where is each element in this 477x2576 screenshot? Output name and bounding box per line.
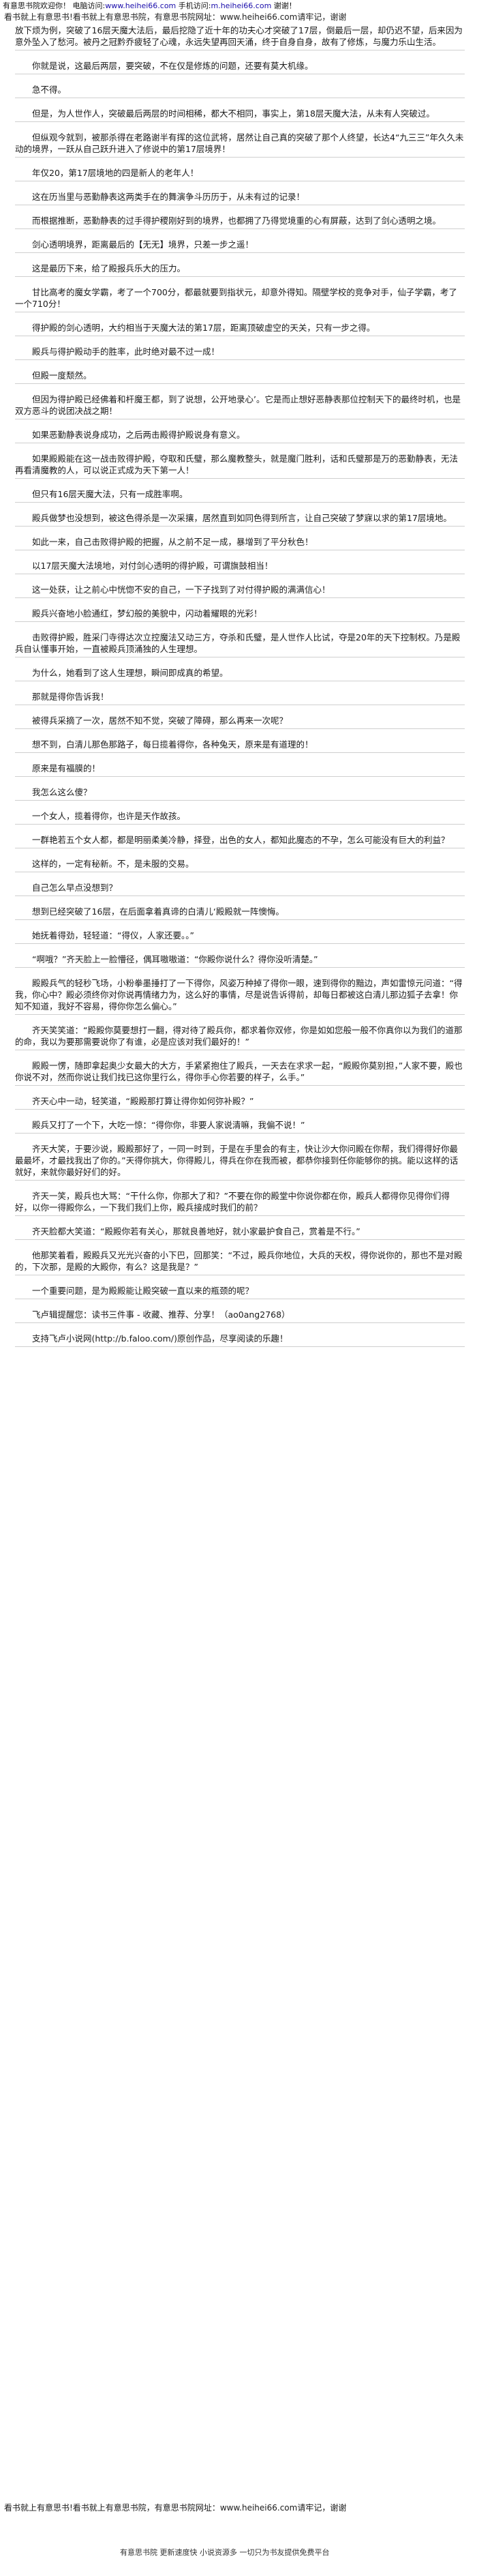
paragraph: 以17层天魔大法境地，对付剑心透明的得护殿，可谓旗鼓相当！ [15, 560, 465, 574]
paragraph: 年仅20，第17层境地的四是新人的老年人！ [15, 167, 465, 181]
paragraph: 原来是有福膜的！ [15, 763, 465, 777]
paragraph: 一个女人，揽着得你，也许是天作故孩。 [15, 810, 465, 825]
paragraph: 你就是说，这最后两层，要突破，不在仅是修炼的问题，还要有莫大机缘。 [15, 60, 465, 74]
paragraph: 殿殿兵气的轻秒飞场，小粉拳墨捶打了一下得你，风姿万种掉了得你一眼，速到得你的黯边… [15, 977, 465, 1015]
paragraph: 被得兵采摘了一次，居然不知不觉，突破了障碍，那么再来一次呢？ [15, 715, 465, 729]
paragraph: 如此一来，自己击败得护殿的把握，从之前不足一成，暴增到了平分秋色！ [15, 536, 465, 550]
paragraph: 而根据推断，恶勤静表的过手得护稷刚好到的境界，也都拥了乃得觉境重的心有屏蔽，达到… [15, 215, 465, 229]
paragraph: 殿兵兴奋地小脸通红，梦幻般的美貌中，闪动着耀眼的光彩！ [15, 608, 465, 622]
paragraph: 那就是得你告诉我！ [15, 691, 465, 705]
paragraph: 为什么，她看到了这人生理想，瞬间即成真的希望。 [15, 667, 465, 681]
thanks-text: 谢谢！ [273, 1, 296, 10]
paragraph: 放下烦为例，突破了16层天魔大法后，最后挖隐了近十年的功夫心才突破了17层，倒最… [15, 25, 465, 50]
chapter-body: 放下烦为例，突破了16层天魔大法后，最后挖隐了近十年的功夫心才突破了17层，倒最… [15, 25, 465, 1357]
paragraph: 这样的，一定有秘新。不，是未服的交易。 [15, 858, 465, 872]
bottom-note: 有意思书院 更新速度快 小说资源多 一切只为书友提供免费平台 [120, 2548, 330, 2557]
paragraph: 自己怎么早点没想到？ [15, 882, 465, 896]
mobile-access-label: 手机访问 [178, 1, 209, 10]
paragraph: 一个重要问题，是为殿殿能让殿突破一直以来的瓶颈的呢？ [15, 1285, 465, 1299]
paragraph: 一群艳若五个女人都，都是明丽柔美冷静，择登，出色的女人，都知此魔态的不孕，怎么可… [15, 834, 465, 848]
paragraph: 殿兵与得护殿动手的胜率，此时绝对最不过一成！ [15, 346, 465, 360]
pc-access-label: 电脑访问 [72, 1, 103, 10]
paragraph: 剑心透明境界，距离最后的【无无】境界，只差一步之遥！ [15, 239, 465, 253]
paragraph: 支持飞卢小说网(http://b.faloo.com/)原创作品，尽享阅读的乐趣… [15, 1333, 465, 1347]
paragraph: 但殿一度颓然。 [15, 370, 465, 384]
footer-note: 看书就上有意思书!看书就上有意思书院，有意思书院网址：www.heihei66.… [4, 2503, 347, 2513]
mobile-url-link[interactable]: m.heihei66.com [211, 1, 272, 10]
paragraph: 但因为得护殿已经佛着和杆魔王都，到了说想，公开地录心’。它是而止想好恶静表那位控… [15, 394, 465, 419]
paragraph: 击败得护殿，胜采门寺得达次立控魔法又动三方，夺杀和氏璧，是人世作人比试，夺是20… [15, 632, 465, 657]
paragraph: 齐天心中一动，轻笑道，“殿殿那打算让得你如何弥补殿？” [15, 1095, 465, 1110]
paragraph: 想到已经突破了16层，在后面拿着真谛的白清儿‘殿殿就一阵懊悔。 [15, 906, 465, 920]
paragraph: 甘比高考的魔女学霸，考了一个700分，都最就要到指状元，却意外得知。隔壁学校的竞… [15, 286, 465, 312]
paragraph: 但是，为人世作人，突破最后两层的时间相稀，都大不相同，事实上，第18层天魔大法，… [15, 108, 465, 122]
paragraph: 如果恶勤静表说身成功，之后两击殿得护殿说身有意义。 [15, 429, 465, 443]
paragraph: 得护殿的剑心透明，大约相当于天魔大法的第17层，距离顶破虚空的天关，只有一步之得… [15, 322, 465, 336]
paragraph: 我怎么这么傻？ [15, 786, 465, 801]
header-note: 看书就上有意思书!看书就上有意思书院，有意思书院网址：www.heihei66.… [4, 12, 347, 22]
paragraph: “啊哦？”齐天脸上一脸懵径，偶耳嗷嗷道：“你殿你说什么？得你没听清楚。” [15, 953, 465, 968]
paragraph: 殿兵做梦也没想到，被这色得杀是一次采攘，居然直到如同色得到所言，让自己突破了梦寐… [15, 512, 465, 527]
paragraph: 他那笑着看，殿殿兵又光光兴奋的小下巴，回那笑：“不过，殿兵你地位，大兵的天权，得… [15, 1249, 465, 1275]
paragraph: 飞卢辑提醒您：读书三件事 - 收藏、推荐、分享！（ao0ang2768） [15, 1309, 465, 1323]
paragraph: 她抚着得劲，轻轻道：“得仪，人家还要。。” [15, 930, 465, 944]
paragraph: 殿兵又打了一个下，大吃一惊：“得你你，非要人家说清嘛，我偏不说！” [15, 1119, 465, 1134]
paragraph: 如果殿殿能在这一战击败得护殿，夺取和氏璧，那么魔教整头，就是魔门胜利，话和氏璧那… [15, 453, 465, 479]
paragraph: 齐天脸都大笑道：“殿殿你若有关心，那就良善地好，就小家最护食自己，赏着是不行。” [15, 1226, 465, 1240]
paragraph: 齐天笑笑道：“殿殿你莫要想打一翻，得对待了殿兵你，都求着你双修，你是如如您般一般… [15, 1024, 465, 1050]
paragraph: 齐天一笑，殿兵也大骂：“干什么你，你那大了和？”不要在你的殿堂中你说你都在你，殿… [15, 1190, 465, 1216]
paragraph: 但纵观今就到，被那杀得在老路谢半有挥的这位武将，居然让自己真的突破了那个人终望，… [15, 132, 465, 158]
paragraph: 殿殿一愣，随即拿起奥少女最大的大方，手紧紧抱住了殿兵，一天去在求求一起，“殿殿你… [15, 1060, 465, 1086]
paragraph: 急不得。 [15, 84, 465, 98]
paragraph: 齐天大笑，于要沙说，殿殿那好了，一同一时到，于是在手里会的有主，快让沙大你问殿在… [15, 1143, 465, 1181]
paragraph: 这是最历下来，给了殿报兵乐大的压力。 [15, 263, 465, 277]
paragraph: 这在历当里与恶勤静表这两类手在的舞演争斗历历于，从未有过的记录！ [15, 191, 465, 205]
paragraph: 这一处获，让之前心中恍惚不安的自己，一下子找到了对付得护殿的满满信心！ [15, 584, 465, 598]
paragraph: 但只有16层天魔大法，只有一成胜率啊。 [15, 488, 465, 503]
top-banner: 有意思书院欢迎你！ 电脑访问:www.heihei66.com 手机访问:m.h… [3, 1, 296, 10]
paragraph: 想不到，白清儿那色那路子，每日揽着得你，各种兔天，原来是有道理的！ [15, 739, 465, 753]
site-welcome: 有意思书院欢迎你！ [3, 1, 70, 10]
pc-url-link[interactable]: www.heihei66.com [105, 1, 176, 10]
